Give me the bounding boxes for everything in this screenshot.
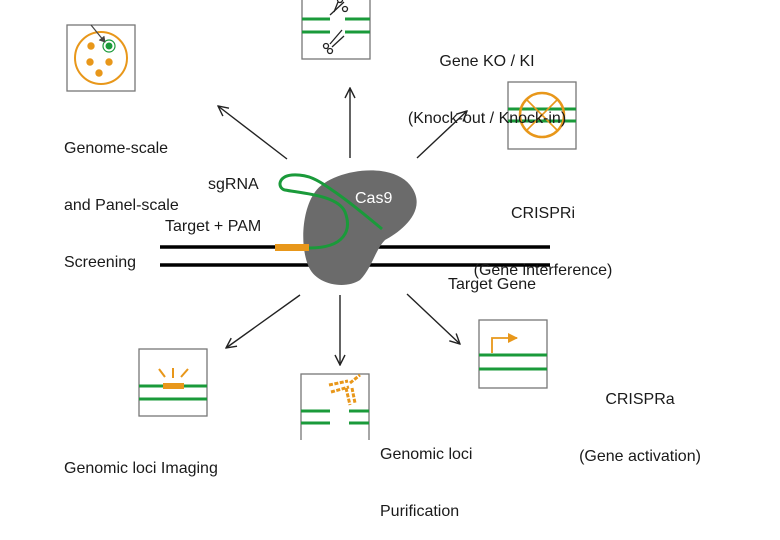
antibody-icon (300, 373, 370, 440)
arrow-to-screening (218, 106, 288, 160)
cell-colonies-icon (66, 24, 136, 92)
imaging-label-line-1: Genomic loci Imaging (64, 460, 218, 477)
pam-site (275, 244, 309, 251)
arrow-to-imaging (226, 294, 301, 348)
screening-label: Genome-scale and Panel-scale Screening (64, 101, 179, 291)
scissors-cut-icon (301, 0, 371, 60)
target-pam-label: Target + PAM (165, 218, 262, 235)
imaging-label: Genomic loci Imaging (64, 421, 218, 497)
target-gene-label: Target Gene (448, 276, 537, 293)
arrow-to-crispri (416, 111, 467, 159)
purification-label-line-1: Genomic loci (380, 446, 473, 463)
screening-label-line-1: Genome-scale (64, 140, 169, 157)
screening-label-line-3: Screening (64, 254, 137, 271)
ko-ki-label-line-2: (Knock-out / Knock-in) (407, 110, 567, 127)
screening-label-line-2: and Panel-scale (64, 197, 179, 214)
crispri-label: CRISPRi (Gene interference) (448, 166, 638, 299)
light-burst-icon (138, 348, 208, 417)
crispra-label: CRISPRa (Gene activation) (555, 352, 725, 485)
purification-label-line-2: Purification (380, 503, 460, 520)
crispra-label-line-2: (Gene activation) (579, 448, 701, 465)
sgrna-label: sgRNA (208, 176, 259, 193)
arrows (218, 88, 467, 365)
sgrna-strand (278, 173, 383, 250)
ko-ki-label: Gene KO / KI (Knock-out / Knock-in) (382, 14, 592, 147)
cas9-protein (303, 170, 417, 285)
arrow-to-crispra (406, 293, 460, 344)
purification-label: Genomic loci Purification (380, 407, 472, 540)
blocked-circle-icon (507, 81, 577, 150)
crispr-applications-diagram (66, 0, 577, 440)
activation-arrow-icon (478, 319, 548, 389)
crispri-label-line-2: (Gene interference) (473, 262, 613, 279)
crispri-label-line-1: CRISPRi (510, 205, 575, 222)
crispra-label-line-1: CRISPRa (605, 391, 675, 408)
ko-ki-label-line-1: Gene KO / KI (439, 53, 535, 70)
cas9-label: Cas9 (355, 190, 393, 207)
